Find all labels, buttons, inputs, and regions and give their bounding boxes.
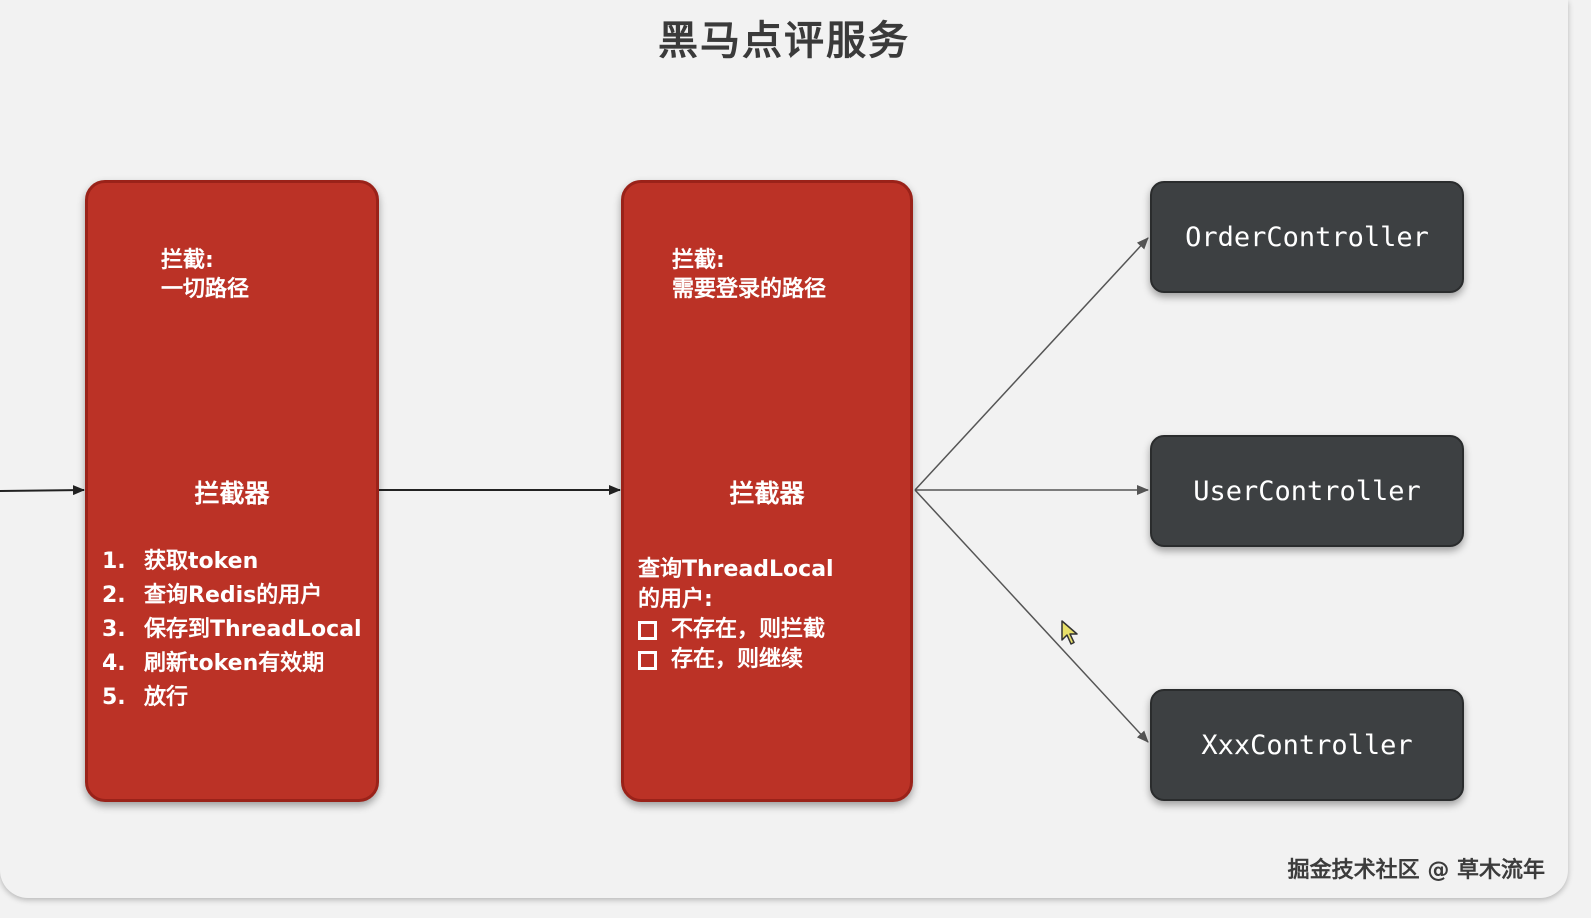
controller-xxx: XxxController [1150,689,1464,801]
step-item: 4. 刷新token有效期 [102,647,362,681]
step-text: 刷新token有效期 [144,651,325,676]
controller-user: UserController [1150,435,1464,547]
step-number: 4. [102,651,126,676]
interceptor-2-scope-label: 拦截: [672,248,725,273]
step-number: 2. [102,583,126,608]
interceptor-1-scope-label: 拦截: [161,248,214,273]
query-line-2: 的用户: [638,587,713,612]
step-number: 3. [102,617,126,642]
query-line-1: 查询ThreadLocal [638,557,834,582]
interceptor-2-title: 拦截器 [729,479,805,508]
interceptor-1-scope: 拦截: 一切路径 [161,246,249,304]
option-text: 存在，则继续 [671,647,804,672]
step-item: 2. 查询Redis的用户 [102,579,362,613]
watermark: 掘金技术社区 @ 草木流年 [1287,858,1545,883]
step-number: 5. [102,685,126,710]
step-text: 放行 [144,685,189,710]
option-item: 存在，则继续 [638,645,834,675]
interceptor-box-1: 拦截: 一切路径 拦截器 1. 获取token 2. 查询Redis的用户 3. 保存… [85,180,379,802]
diagram-title: 黑马点评服务 [658,18,910,64]
interceptor-1-title: 拦截器 [194,479,270,508]
mouse-cursor-icon [1061,620,1078,645]
checkbox-icon [638,620,657,640]
option-text: 不存在，则拦截 [671,617,826,642]
interceptor-1-scope-value: 一切路径 [161,277,250,302]
step-item: 1. 获取token [102,545,362,579]
arrow-entry [0,485,85,496]
interceptor-2-scope-value: 需要登录的路径 [672,277,827,302]
step-item: 5. 放行 [102,681,362,715]
interceptor-1-steps: 1.获取token 2.查询Redis的用户 3.保存到ThreadLocal … [102,545,362,715]
step-number: 1. [102,549,126,574]
step-text: 获取token [144,549,259,574]
controller-order: OrderController [1150,181,1464,293]
option-item: 不存在，则拦截 [638,615,834,645]
arrow-to-xxx-controller [914,489,1149,743]
interceptor-2-check: 查询ThreadLocal 的用户: 不存在，则拦截 存在，则继续 [638,555,834,675]
step-item: 3. 保存到ThreadLocal [102,613,362,647]
checkbox-icon [638,650,657,670]
step-text: 查询Redis的用户 [144,583,323,608]
arrow-to-order-controller [914,237,1149,491]
interceptor-2-scope: 拦截: 需要登录的路径 [672,246,826,304]
step-text: 保存到ThreadLocal [144,617,362,642]
interceptor-box-2: 拦截: 需要登录的路径 拦截器 查询ThreadLocal 的用户: 不存在，则… [621,180,913,802]
